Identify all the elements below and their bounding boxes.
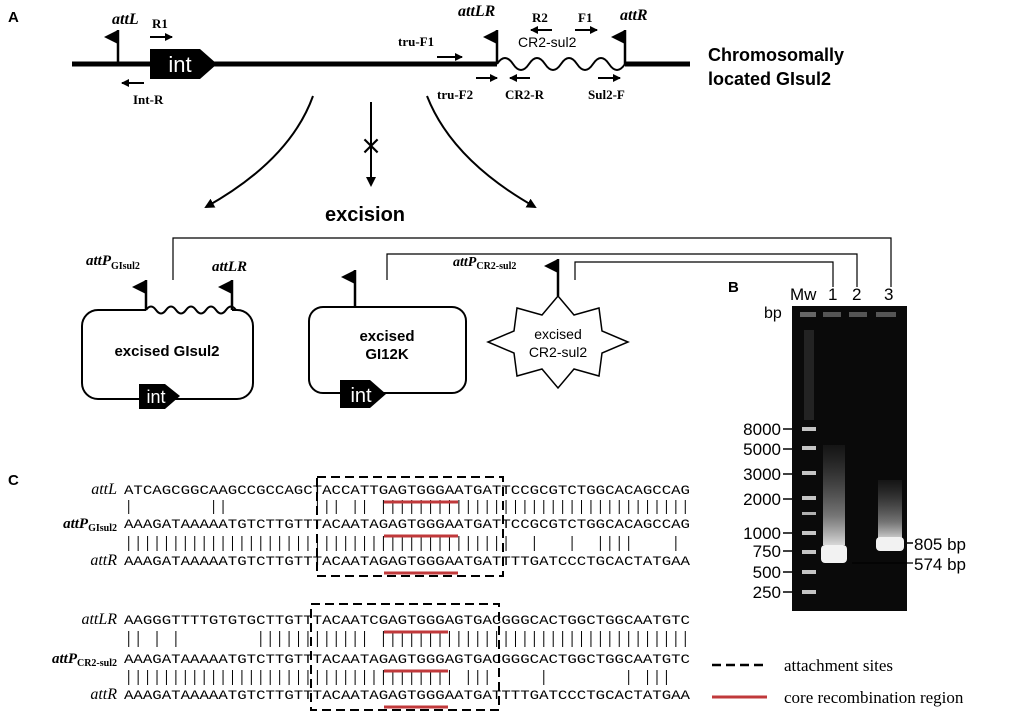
sequence-row: AAAGATAAAAATGTCTTGTTTACAATAGAGTGGGAATGAT… [124, 518, 690, 532]
int-label: int [146, 387, 165, 407]
sequence-row: AAAGATAAAAATGTCTTGTTTACAATAGAGTGGGAATGAT… [124, 689, 691, 703]
excision-arrow-right [426, 95, 537, 208]
cr2-sul2-wave [145, 305, 237, 315]
band-805-label: 805 bp [914, 535, 966, 554]
flag-icon [104, 30, 120, 64]
match-bars [128, 631, 686, 647]
ladder-label: 750 [753, 542, 781, 561]
attp-gisul2-label: attPGIsul2 [86, 253, 140, 272]
circle-plasmid [308, 306, 467, 394]
match-bars [128, 536, 677, 551]
product-excised-gi12k: excised GI12K int [308, 270, 467, 408]
primer-label-f1: F1 [578, 10, 592, 25]
primer-label-cr2-r: CR2-R [505, 87, 545, 102]
product-label-line2: CR2-sul2 [529, 344, 588, 360]
sequence-row: ATCAGCGGCAAGCCGCCAGCTACCATTGAGTGGGAATGAT… [124, 484, 690, 498]
panel-label-a: A [8, 9, 19, 26]
ladder-label: 8000 [743, 420, 781, 439]
cr2-sul2-wave [496, 57, 626, 71]
excision-arrow-left [204, 95, 314, 208]
primer-label-r1: R1 [152, 16, 168, 31]
star-shape [486, 294, 630, 390]
seq-label-attp-gisul2: attPGIsul2 [63, 516, 117, 534]
flag-icon [483, 30, 499, 64]
lane-label-3: 3 [884, 285, 893, 304]
gel-panel: Mw 1 2 3 bp [743, 285, 966, 611]
band-574-label: 574 bp [914, 555, 966, 574]
sequence-row: AAAGATAAAAATGTCTTGTTTACAATAGAGTGGGAGTGAC… [124, 653, 691, 667]
band-574 [821, 545, 847, 563]
attachment-site-box [310, 603, 500, 711]
product-label-line2: GI12K [365, 346, 409, 363]
element-label: CR2-sul2 [518, 34, 577, 50]
legend-core-label: core recombination region [784, 688, 964, 707]
flag-icon [218, 280, 234, 310]
flag-icon [611, 30, 627, 64]
lane-label-mw: Mw [790, 285, 817, 304]
int-label: int [168, 52, 191, 77]
ladder-ticks [783, 428, 792, 593]
panel-label-c: C [8, 472, 19, 489]
lane3-smear [878, 480, 902, 540]
match-bars [128, 500, 686, 514]
product-label-line1: excised [534, 326, 581, 342]
int-gene-block [340, 380, 386, 408]
int-gene-block [150, 49, 217, 79]
primer-label-int-r: Int-R [133, 92, 164, 107]
attp-cr2-sul2-label: attPCR2-sul2 [453, 255, 516, 272]
primer-label-sul2-f: Sul2-F [588, 87, 625, 102]
primer-label-r2: R2 [532, 10, 548, 25]
seq-label-attp-cr2-sul2: attPCR2-sul2 [52, 651, 117, 669]
product-label-line1: excised [359, 328, 414, 345]
sequence-row: AAGGGTTTTGTGTGCTTGTTTACAATCGAGTGGGAGTGAC… [124, 614, 691, 628]
genome-title-line2: located GIsul2 [708, 69, 831, 89]
att-r-label: attR [620, 7, 648, 24]
excision-label: excision [325, 204, 405, 226]
ladder-label: 5000 [743, 440, 781, 459]
alignment-panel: attL ATCAGCGGCAAGCCGCCAGCTACCATTGAGTGGGA… [52, 476, 964, 711]
lane1-smear [823, 445, 845, 545]
lane-label-1: 1 [828, 285, 837, 304]
int-label: int [350, 385, 372, 407]
att-lr-label: attLR [458, 3, 496, 20]
attachment-site-box [316, 476, 504, 577]
ladder-label: 1000 [743, 524, 781, 543]
seq-label-attr: attR [90, 686, 117, 703]
ladder-label: 250 [753, 583, 781, 602]
ladder-label: 3000 [743, 465, 781, 484]
seq-label-attl: attL [91, 481, 117, 498]
flag-icon [132, 280, 148, 310]
band-805 [876, 537, 904, 551]
excision-arrows: × excision [204, 95, 537, 226]
seq-label-attlr: attLR [81, 611, 117, 628]
flag-icon [341, 270, 357, 307]
flag-icon [544, 259, 560, 296]
product-label: excised GIsul2 [114, 343, 219, 360]
lane-connectors [172, 237, 892, 287]
blocked-cross-icon: × [360, 131, 382, 161]
legend-attachment-label: attachment sites [784, 656, 893, 675]
panel-label-b: B [728, 279, 739, 296]
match-bars [128, 670, 667, 685]
product-excised-cr2-sul2: attPCR2-sul2 excised CR2-sul2 [453, 255, 630, 390]
att-l-label: attL [112, 11, 139, 28]
primer-label-tru-f2: tru-F2 [437, 87, 473, 102]
seq-label-attr: attR [90, 552, 117, 569]
lane-label-2: 2 [852, 285, 861, 304]
genome-diagram: int attL attLR attR CR2-sul2 R1 Int-R tr… [72, 3, 844, 107]
attlr-label: attLR [212, 259, 247, 275]
genome-title-line1: Chromosomally [708, 45, 844, 65]
sequence-row: AAAGATAAAAATGTCTTGTTTACAATAGAGTGGGAATGAT… [124, 555, 691, 569]
product-excised-gisul2: attPGIsul2 attLR excised GIsul2 int [81, 253, 254, 409]
primer-label-tru-f1: tru-F1 [398, 34, 434, 49]
ladder-label: 500 [753, 563, 781, 582]
unit-label: bp [764, 305, 782, 322]
ladder-lane [802, 330, 816, 594]
ladder-label: 2000 [743, 490, 781, 509]
